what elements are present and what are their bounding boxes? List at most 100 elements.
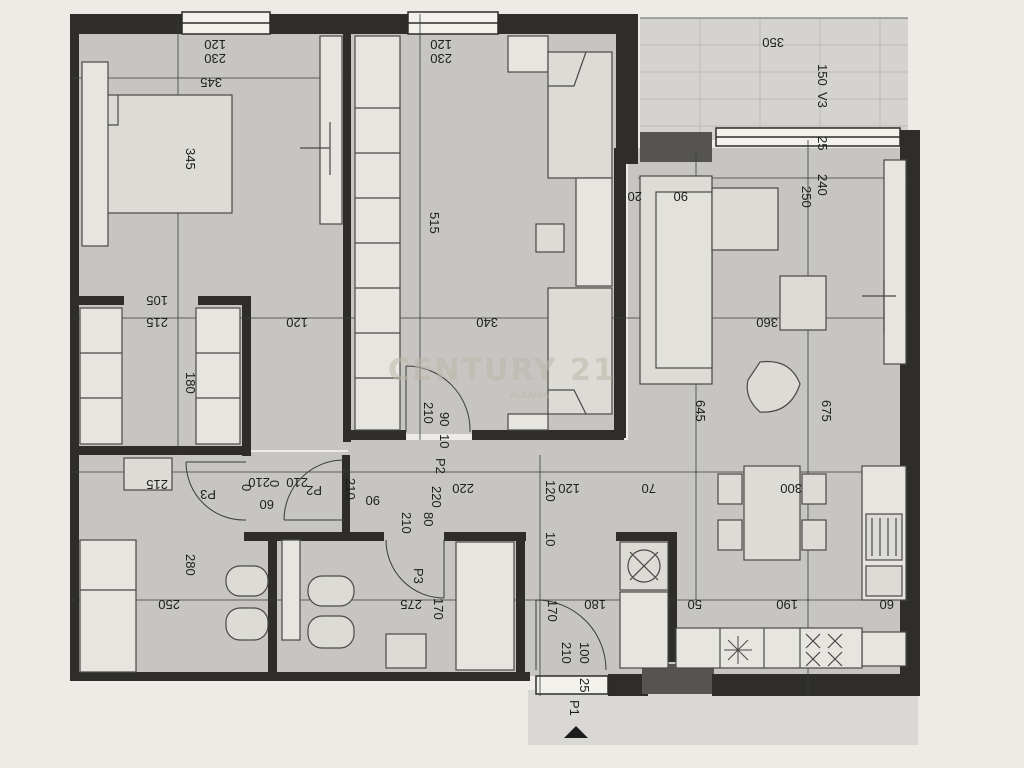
bedroom2-shelf	[507, 35, 549, 73]
wall-bedroom2-bottom-b	[472, 430, 624, 440]
bedroom2-desk	[575, 177, 613, 287]
wc-170-dim: 170	[431, 598, 446, 620]
corr-120b-dim: 120	[558, 481, 580, 496]
wall-top-left	[70, 14, 182, 34]
watermark-brand: CENTURY 21	[388, 353, 616, 388]
p2b-tag: P2	[306, 483, 322, 498]
p2-offset-dim: 10	[437, 434, 452, 448]
wall-bedroom-divider	[343, 34, 351, 442]
corr-90-dim: 90	[366, 493, 380, 508]
watermark-sub: ALBANIA	[510, 391, 550, 401]
wall-closet-top-a	[78, 296, 124, 305]
wall-0a-dim: 0	[239, 484, 254, 491]
living-window-dim1: 25	[815, 136, 830, 150]
p1-height-dim: 210	[559, 642, 574, 664]
bidet	[225, 565, 269, 597]
p1-width-dim: 100	[577, 642, 592, 664]
closet-height-dim: 180	[183, 372, 198, 394]
wall-balcony-side	[616, 14, 638, 164]
corr-120a-dim: 120	[543, 480, 558, 502]
wall-bath-top	[244, 532, 384, 541]
wall-bottom-left	[70, 672, 530, 681]
wall-closet-top-b	[198, 296, 250, 305]
wall-bottom-right	[712, 674, 920, 696]
wall-balcony-pillar	[640, 132, 712, 162]
dining-chair-4	[801, 519, 827, 551]
bedroom2-height-dim: 515	[427, 212, 442, 234]
door-p3b-swing	[385, 539, 445, 599]
closet-width-dim: 105	[146, 293, 168, 308]
bath-sink	[123, 457, 173, 491]
dining-chair-1	[717, 473, 743, 505]
bedroom-window-dim1: 120	[204, 37, 226, 52]
wall-closet-right	[242, 296, 251, 456]
balcony-window-tag: V3	[815, 92, 830, 108]
bedroom2-window-dim1: 120	[430, 37, 452, 52]
balcony-floor	[640, 18, 908, 140]
living-depth2-dim: 675	[819, 400, 834, 422]
corr-220-dim: 220	[452, 481, 474, 496]
living-window-dim3: 250	[799, 186, 814, 208]
coffee-table	[779, 275, 827, 331]
living-width-dim: 360	[756, 315, 778, 330]
kitchen-counter	[675, 627, 863, 669]
bath-250-dim: 250	[158, 597, 180, 612]
bedroom-window-dim2: 230	[204, 51, 226, 66]
bedroom2-wardrobe	[354, 35, 401, 431]
corr-210-dim: 210	[343, 478, 358, 500]
counter-end	[861, 631, 907, 667]
sink	[865, 565, 903, 597]
p3b-height-dim: 210	[399, 512, 414, 534]
wall-closet-bottom	[78, 446, 250, 455]
p1-wall-dim: 170	[545, 600, 560, 622]
dining-table	[743, 465, 801, 561]
lounge-chair	[746, 360, 801, 413]
entry-door-frame	[535, 675, 609, 695]
wc-sink	[385, 633, 427, 669]
wc-bidet	[307, 575, 355, 607]
landing-floor	[528, 690, 918, 745]
p3-tag: P3	[200, 487, 216, 502]
wall-corridor-left	[342, 455, 350, 540]
bedroom2-chair	[535, 223, 565, 253]
door-p1-swing	[535, 599, 607, 671]
kit-180-dim: 180	[584, 597, 606, 612]
kit-190-dim: 190	[776, 597, 798, 612]
single-bed-1	[547, 51, 613, 179]
p1-offset-dim: 25	[577, 678, 592, 692]
bedroom-wardrobe	[319, 35, 343, 225]
closet-shelves-left	[79, 307, 123, 445]
wall-wc-right	[516, 535, 525, 677]
dimension-labels: 120 230 120 230 345 345 515 340 120 105 …	[146, 35, 894, 716]
p3b-tag: P3	[411, 568, 426, 584]
wall-bedroom2-bottom-a	[350, 430, 406, 440]
p3b-width-dim: 80	[421, 512, 436, 526]
armchair	[711, 187, 779, 251]
wall-left	[70, 14, 79, 680]
corridor-floor	[348, 440, 628, 540]
bath-215-dim: 215	[146, 477, 168, 492]
hall-floor	[248, 302, 350, 450]
balcony-depth-dim: 150	[815, 64, 830, 86]
sofa-gap-dim: 20	[628, 189, 642, 204]
closet-shelves-right	[195, 307, 241, 445]
living-window-dim2: 240	[815, 174, 830, 196]
bath-280-dim: 280	[183, 554, 198, 576]
corr-70-dim: 70	[642, 481, 656, 496]
furniture	[79, 35, 907, 673]
wall-bottom-pillar	[642, 664, 714, 694]
bathtub	[79, 539, 137, 673]
wall-0b-dim: 0	[267, 480, 282, 487]
bedroom2-window-dim2: 230	[430, 51, 452, 66]
balcony-hatch	[640, 18, 908, 140]
dining-chair-2	[717, 519, 743, 551]
balcony-width-dim: 350	[762, 35, 784, 50]
wall-wc-top	[444, 532, 526, 541]
tv-unit	[883, 159, 907, 365]
p2-width-dim: 90	[437, 412, 452, 426]
sofa-dim: 90	[674, 189, 688, 204]
wall-kitchen-top	[616, 532, 676, 541]
nightstand-column	[81, 61, 109, 247]
wall-60-dim: 60	[260, 497, 274, 512]
